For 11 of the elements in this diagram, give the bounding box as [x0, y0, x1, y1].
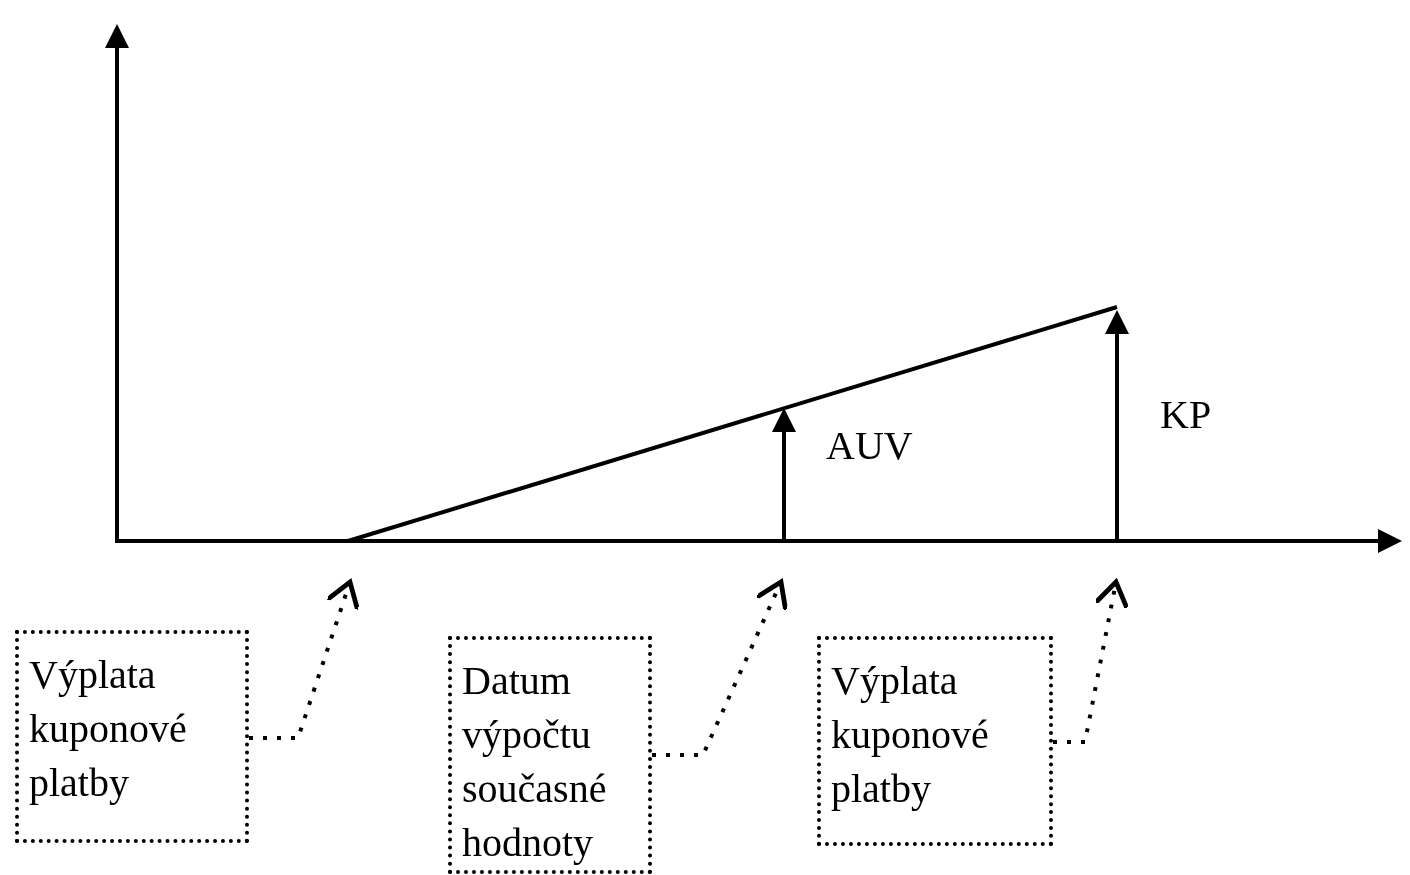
leader-line — [1053, 579, 1130, 744]
value-label: AUV — [826, 423, 913, 469]
box-text: Datum výpočtu současné hodnoty — [462, 657, 608, 867]
dotted-box — [448, 636, 652, 874]
box-text: Výplata kuponové platby — [831, 657, 990, 813]
dotted-box — [817, 636, 1053, 846]
value-label: KP — [1160, 392, 1212, 438]
leader-line — [652, 579, 789, 757]
leader-line — [249, 579, 360, 740]
box-text: Výplata kuponové platby — [29, 651, 188, 807]
dotted-box — [15, 630, 249, 843]
